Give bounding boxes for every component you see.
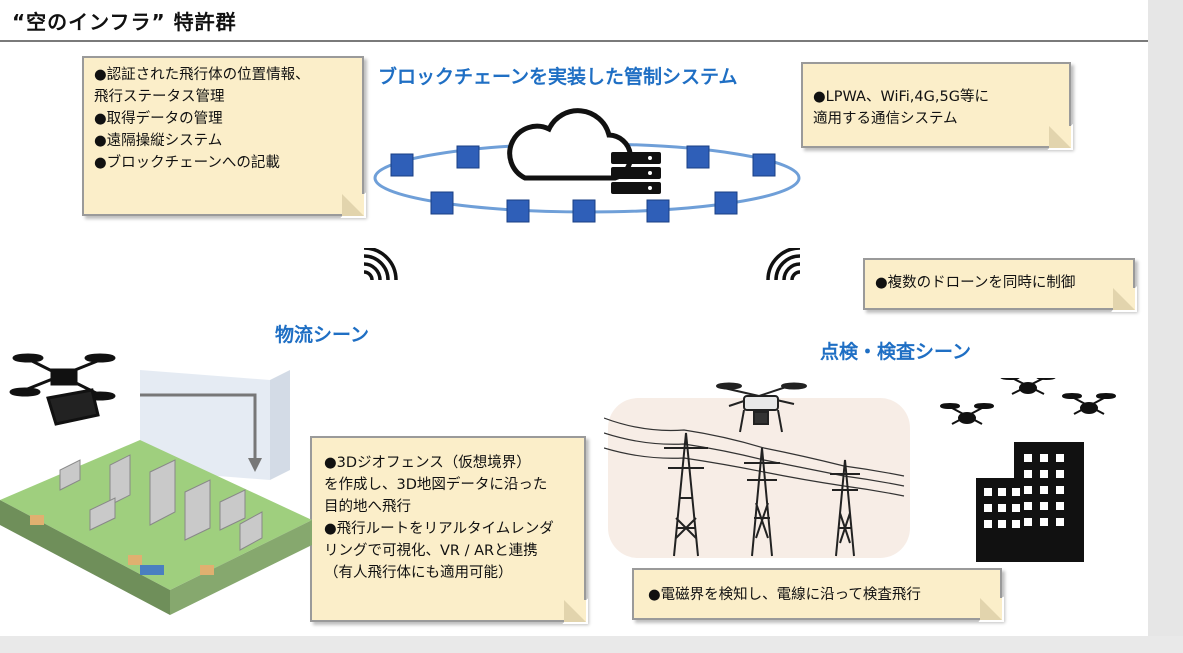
note-line: （有人飛行体にも適用可能） [324, 565, 513, 581]
block-node [752, 153, 776, 177]
building-icon [976, 442, 1084, 562]
logistics-city-illustration [0, 353, 312, 615]
page-title: “空のインフラ” 特許群 [12, 10, 237, 34]
title-divider [0, 40, 1148, 42]
city-block [0, 440, 312, 615]
note-line: リングで可視化、VR / ARと連携 [324, 543, 538, 559]
geofence-volume [140, 370, 290, 480]
inspection-heading: 点検・検査シーン [820, 341, 972, 363]
logistics-heading: 物流シーン [275, 324, 370, 346]
note-line: ●認証された飛行体の位置情報、 [94, 67, 310, 83]
control-features-note: ●認証された飛行体の位置情報、 飛行ステータス管理 ●取得データの管理 ●遠隔操… [82, 56, 366, 218]
note-line: 飛行ステータス管理 [94, 89, 225, 105]
block-node [572, 199, 596, 223]
note-line: ●複数のドローンを同時に制御 [875, 275, 1076, 291]
block-node [390, 153, 414, 177]
note-line: ●取得データの管理 [94, 111, 223, 127]
block-node [456, 145, 480, 169]
block-node [646, 199, 670, 223]
drone-fleet [940, 378, 1116, 425]
block-node [430, 191, 454, 215]
inspection-drone-icon [716, 382, 807, 433]
note-line: ●電磁界を検知し、電線に沿って検査飛行 [648, 587, 921, 603]
inspection-illustration [604, 378, 1116, 562]
drone-icon [940, 403, 994, 425]
block-node [506, 199, 530, 223]
wifi-signal-icon [766, 248, 801, 281]
note-line: 適用する通信システム [813, 111, 958, 127]
blockchain-nodes [390, 145, 776, 223]
note-line: ●ブロックチェーンへの記載 [94, 155, 280, 171]
right-margin-strip [1148, 0, 1183, 653]
comm-system-note: ●LPWA、WiFi,4G,5G等に 適用する通信システム [801, 62, 1073, 150]
note-line: ●遠隔操縦システム [94, 133, 223, 149]
blockchain-heading: ブロックチェーンを実装した管制システム [378, 66, 738, 88]
block-node [686, 145, 710, 169]
note-line: 目的地へ飛行 [324, 499, 411, 515]
multi-drone-note: ●複数のドローンを同時に制御 [863, 258, 1137, 312]
note-line: を作成し、3D地図データに沿った [324, 477, 548, 493]
power-tower-icon [744, 447, 780, 557]
emf-inspection-note: ●電磁界を検知し、電線に沿って検査飛行 [632, 568, 1004, 622]
power-tower-icon [830, 459, 860, 557]
note-line: ●LPWA、WiFi,4G,5G等に [813, 89, 989, 105]
note-line: ●3Dジオフェンス（仮想境界） [324, 455, 531, 471]
note-line: ●飛行ルートをリアルタイムレンダ [324, 521, 554, 537]
power-tower-icon [664, 432, 708, 557]
geofence-note: ●3Dジオフェンス（仮想境界） を作成し、3D地図データに沿った 目的地へ飛行 … [310, 436, 588, 624]
drone-icon [1062, 393, 1116, 415]
blockchain-network-diagram [373, 108, 801, 223]
server-icon [611, 152, 661, 194]
drone-icon [1000, 378, 1056, 395]
block-node [714, 191, 738, 215]
wifi-signal-icon [363, 248, 398, 281]
delivery-drone-icon [9, 353, 116, 426]
bottom-margin-strip [0, 636, 1183, 653]
